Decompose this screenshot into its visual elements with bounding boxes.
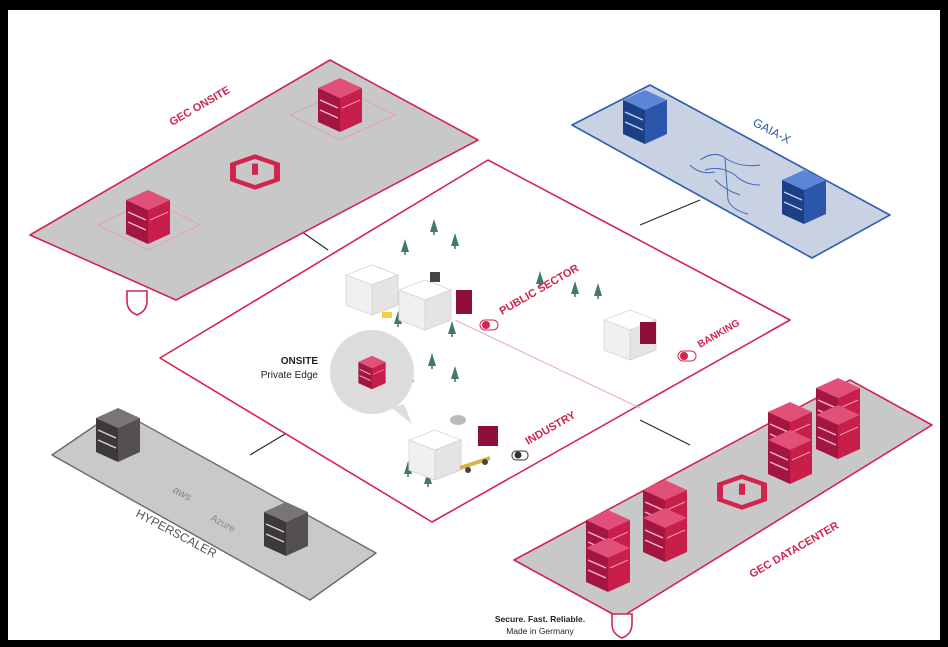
industry-server-icon xyxy=(478,426,498,446)
gaiax-server-stack-icon xyxy=(622,89,668,145)
tagline-bold: Secure. Fast. Reliable. xyxy=(495,614,585,624)
hyperscaler-server-stack-icon xyxy=(263,501,309,557)
private-edge-title: ONSITE xyxy=(281,356,319,367)
gec-logo-icon xyxy=(717,474,767,510)
central-region: PUBLIC SECTOR BANKING INDUSTRY xyxy=(159,159,791,523)
gaiax-tree-icon xyxy=(689,154,761,215)
shield-icon xyxy=(611,613,633,639)
gec-logo-icon xyxy=(230,154,280,190)
public-sector-building-icon xyxy=(398,272,452,331)
edge-crate-icon xyxy=(357,355,387,390)
public-sector-server-icon xyxy=(456,290,472,314)
hyperscaler-server-stack-icon xyxy=(95,407,141,463)
banking-server-icon xyxy=(640,322,656,344)
private-edge-subtitle: Private Edge xyxy=(261,370,319,381)
industry-fan-icon xyxy=(450,415,466,425)
robot-arm-icon xyxy=(459,456,491,473)
building-icon xyxy=(345,264,399,316)
industry-building-icon xyxy=(408,429,462,481)
shield-icon xyxy=(126,290,148,316)
toggle-industry xyxy=(511,450,529,461)
toggle-public-sector xyxy=(479,319,499,331)
onsite-crate-icon xyxy=(317,77,363,133)
gaiax-server-stack-icon xyxy=(781,169,827,225)
onsite-crate-icon xyxy=(125,189,171,245)
vehicle-icon xyxy=(382,312,392,318)
tagline-sub: Made in Germany xyxy=(506,626,574,636)
private-edge-bubble: ONSITE Private Edge xyxy=(261,330,414,424)
toggle-banking xyxy=(677,350,697,362)
